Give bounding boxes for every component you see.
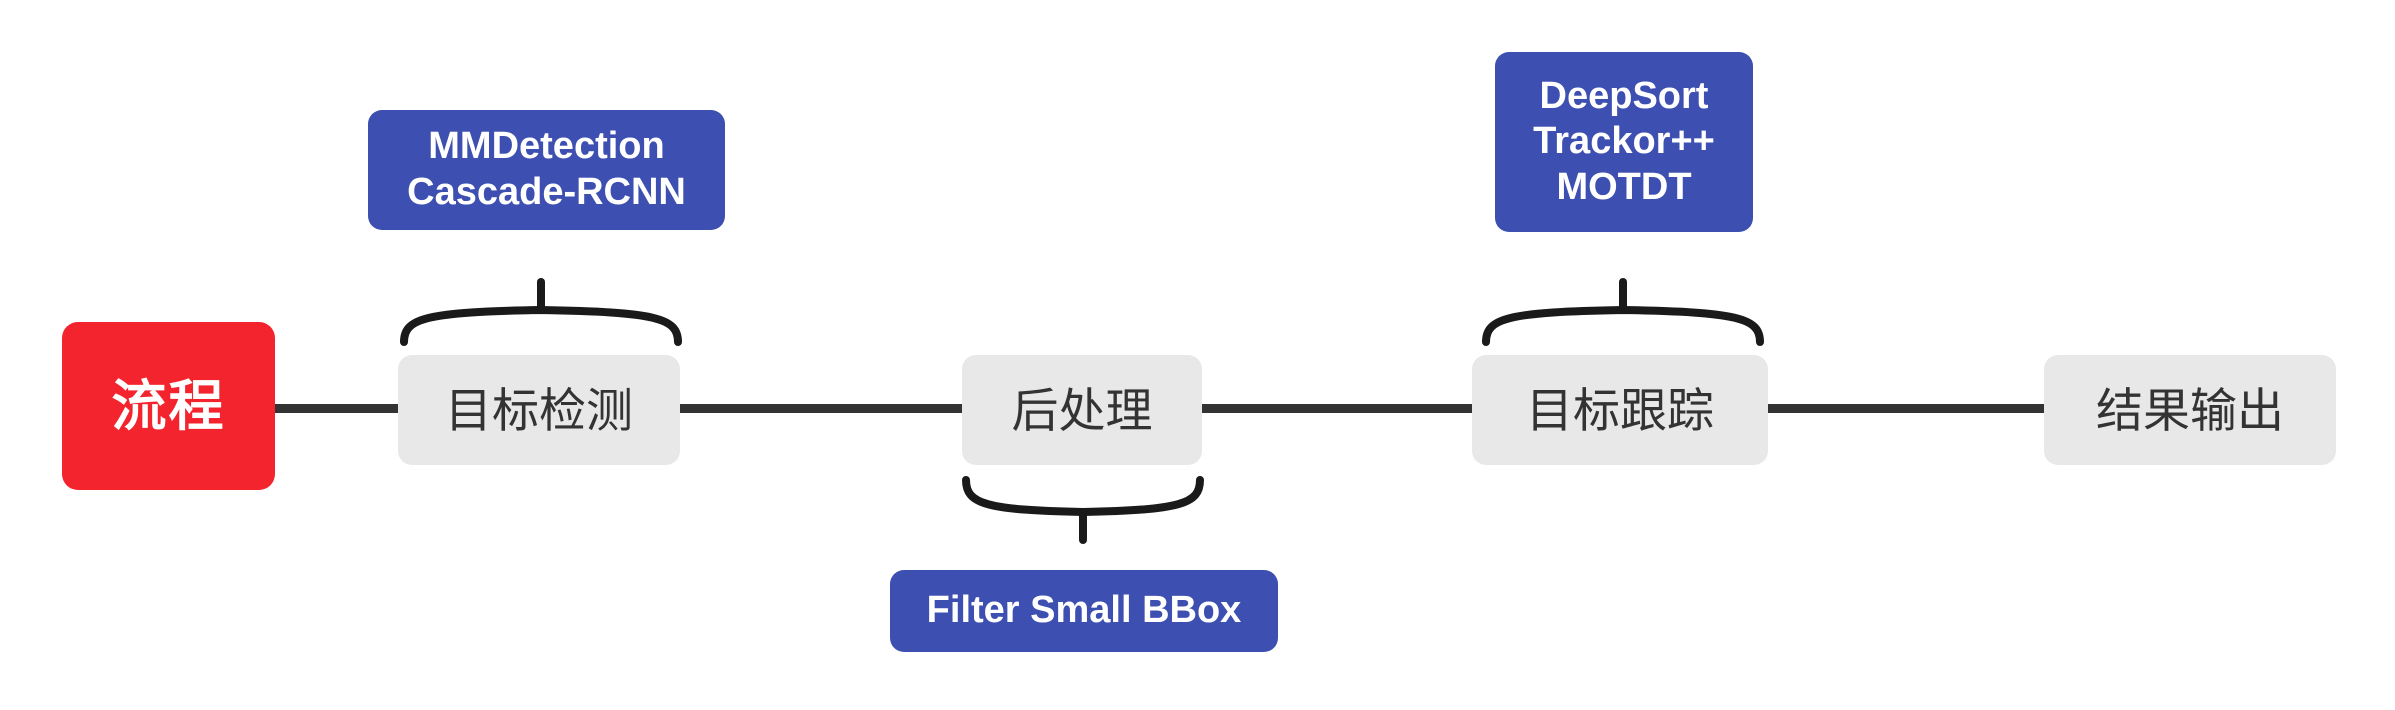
- connector-stage-3-to-stage-4: [1762, 404, 2050, 413]
- brace-shape-down-icon: [962, 476, 1204, 544]
- root-node-process[interactable]: 流程: [62, 322, 275, 490]
- stage-node-object-tracking[interactable]: 目标跟踪: [1472, 355, 1768, 465]
- stage-node-post-processing[interactable]: 后处理: [962, 355, 1202, 465]
- annotation-node-tracker[interactable]: DeepSort Trackor++ MOTDT: [1495, 52, 1753, 232]
- stage-node-label: 结果输出: [2096, 383, 2284, 437]
- brace-shape-up-icon: [400, 278, 682, 346]
- annotation-node-detector[interactable]: MMDetection Cascade-RCNN: [368, 110, 725, 230]
- brace-connector-detection: [396, 256, 686, 346]
- brace-connector-tracking: [1478, 256, 1768, 346]
- stage-node-label: 目标检测: [445, 383, 633, 437]
- annotation-node-filter[interactable]: Filter Small BBox: [890, 570, 1278, 652]
- connector-stage-2-to-stage-3: [1196, 404, 1478, 413]
- annotation-node-label: MMDetection Cascade-RCNN: [407, 125, 686, 213]
- stage-node-object-detection[interactable]: 目标检测: [398, 355, 680, 465]
- annotation-node-label: Filter Small BBox: [926, 589, 1242, 632]
- stage-node-result-output[interactable]: 结果输出: [2044, 355, 2336, 465]
- annotation-node-label: DeepSort Trackor++ MOTDT: [1533, 74, 1715, 208]
- connector-root-to-stage-1: [268, 404, 406, 413]
- brace-shape-up-icon: [1482, 278, 1764, 346]
- stage-node-label: 目标跟踪: [1526, 383, 1714, 437]
- root-node-label: 流程: [111, 374, 226, 437]
- stage-node-label: 后处理: [1011, 383, 1153, 437]
- brace-connector-postprocessing: [958, 472, 1208, 562]
- connector-stage-1-to-stage-2: [674, 404, 968, 413]
